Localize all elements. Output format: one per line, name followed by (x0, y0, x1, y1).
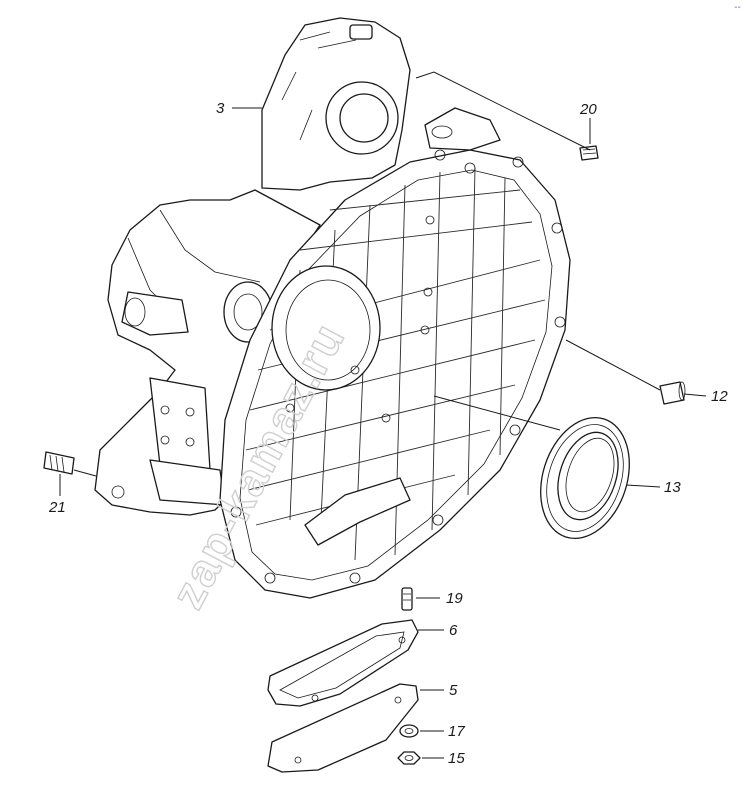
callout-12: 12 (711, 388, 728, 405)
washer-17 (399, 724, 419, 738)
left-arm (121, 291, 189, 336)
callout-17: 17 (448, 723, 465, 740)
upper-bore-inner (339, 93, 389, 143)
stud-19 (401, 587, 413, 611)
callout-20: 20 (579, 101, 597, 118)
crank-seal-bore (271, 265, 381, 391)
upper-lug (349, 24, 373, 40)
hatch-cover (267, 683, 419, 773)
cover-gasket (267, 619, 419, 707)
callout-21: 21 (48, 499, 66, 516)
callout-19: 19 (446, 590, 463, 607)
right-top-lug (424, 107, 501, 151)
flywheel-housing (94, 17, 571, 599)
perimeter-bolt-holes (230, 149, 566, 584)
plug-20 (579, 145, 599, 161)
callout-13: 13 (664, 479, 681, 496)
callout-3: 3 (216, 100, 225, 117)
crankshaft-rear-seal (540, 416, 630, 540)
lower-left-flange (149, 377, 211, 471)
callout-6: 6 (449, 622, 458, 639)
plug-21 (43, 451, 75, 475)
leader-lines (59, 71, 707, 759)
callout-numbers: 3 20 12 13 21 19 6 5 17 15 (48, 100, 728, 767)
callout-15: 15 (448, 750, 465, 767)
nut-15 (397, 751, 421, 765)
corner-mark: -- (734, 2, 741, 13)
lower-window (304, 477, 411, 546)
plug-12 (659, 381, 686, 405)
callout-5: 5 (449, 682, 458, 699)
